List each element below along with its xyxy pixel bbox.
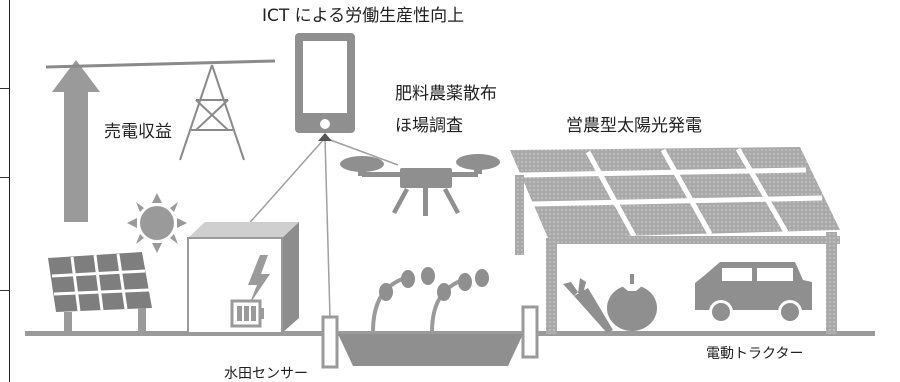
smartphone-icon — [295, 33, 355, 133]
water-sensor-icon — [321, 305, 539, 369]
ict-connection-lines — [244, 137, 399, 319]
vehicle-icon — [695, 262, 812, 324]
carrot-icon — [563, 278, 613, 333]
field-survey-label: ほ場調査 — [395, 116, 463, 136]
edge-divider — [0, 290, 9, 291]
solar-sharing-label: 営農型太陽光発電 — [566, 116, 702, 136]
power-sales-label: 売電収益 — [104, 122, 172, 142]
tomato-icon — [607, 274, 657, 331]
ict-productivity-label: ICT による労働生産性向上 — [262, 6, 465, 26]
transmission-tower-icon — [45, 59, 276, 161]
electric-tractor-label: 電動トラクター — [706, 346, 804, 362]
water-sensor-label: 水田センサー — [224, 366, 308, 382]
signal-node-icon — [318, 133, 332, 141]
paddy-field-icon — [338, 334, 523, 366]
drone-icon — [340, 154, 500, 216]
fertilizer-spray-label: 肥料農薬散布 — [395, 84, 497, 104]
solar-panel-icon — [48, 252, 152, 332]
ground-line — [25, 331, 875, 336]
left-border — [9, 0, 10, 382]
plant-leaves — [379, 267, 489, 301]
battery-box-icon — [187, 222, 299, 334]
upward-arrow-icon — [52, 60, 100, 222]
edge-divider — [0, 177, 9, 178]
sun-icon — [127, 193, 187, 253]
edge-divider — [0, 88, 9, 89]
solar-canopy-icon — [510, 147, 840, 334]
